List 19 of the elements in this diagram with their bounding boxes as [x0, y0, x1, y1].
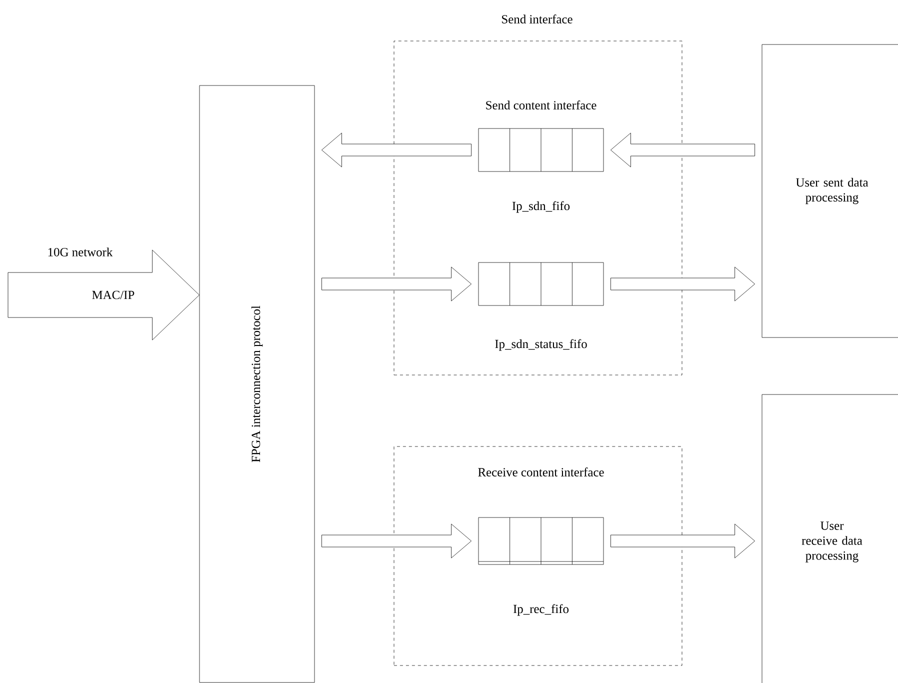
block-arrow — [322, 132, 472, 168]
fifo-name: Ip_rec_fifo — [513, 604, 569, 616]
block-arrow — [8, 250, 200, 340]
fifo-name: Ip_sdn_fifo — [512, 201, 570, 213]
fifo-queue — [478, 262, 604, 306]
process-box: User sent data processing — [762, 44, 898, 338]
block-arrow — [610, 266, 755, 302]
node-label: Send interface — [502, 14, 572, 24]
text-label: Send content interface — [486, 100, 596, 110]
block-arrow — [322, 524, 472, 558]
protocol-box: FPGA interconnection protocol — [199, 85, 315, 683]
fifo-queue — [478, 517, 604, 565]
block-arrow — [610, 524, 755, 558]
block-arrow — [610, 132, 755, 168]
process-box: User receive data processing — [762, 394, 898, 683]
block-arrow — [322, 266, 472, 302]
fifo-name: Ip_sdn_status_fifo — [495, 339, 587, 351]
text-label: 10G network — [48, 248, 113, 256]
fifo-queue — [478, 128, 604, 172]
